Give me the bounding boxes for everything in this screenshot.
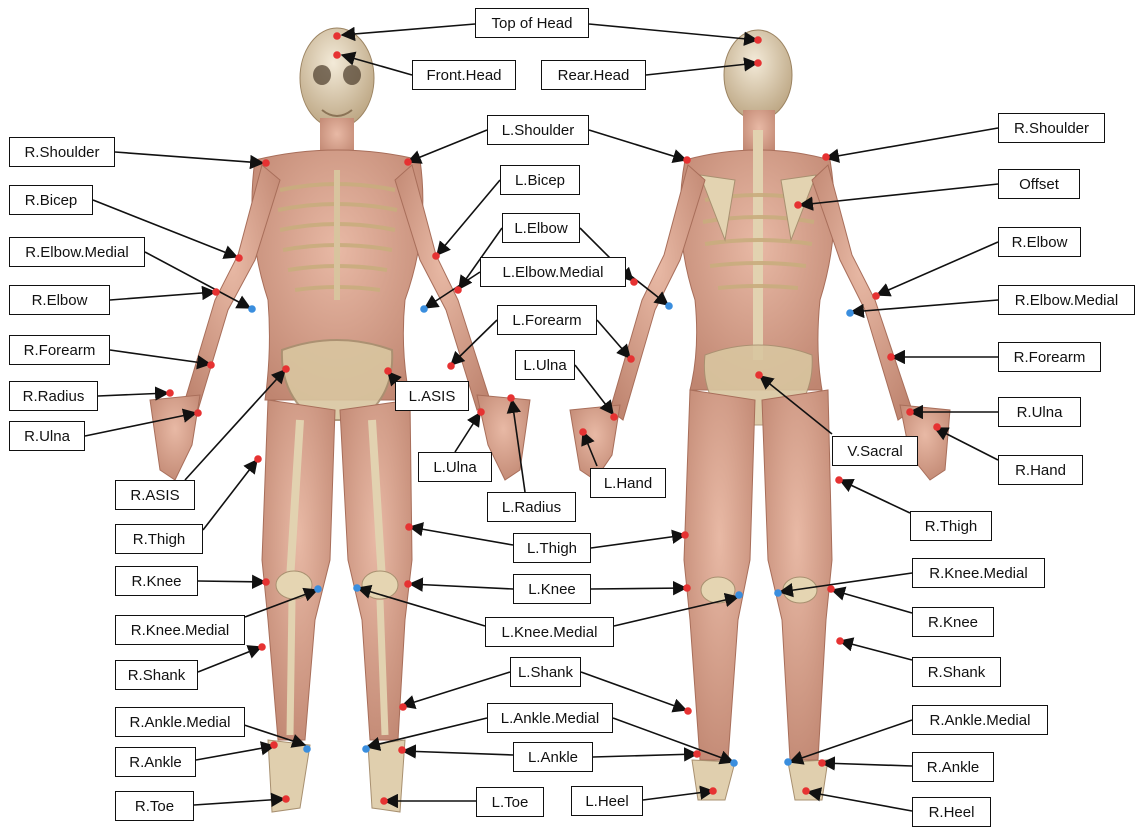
label-r-radius: R.Radius [9, 381, 98, 411]
label-l-ankle: L.Ankle [513, 742, 593, 772]
label-l-knee-medial: L.Knee.Medial [485, 617, 614, 647]
label-l-shoulder: L.Shoulder [487, 115, 589, 145]
label-l-knee: L.Knee [513, 574, 591, 604]
label-r-ulna-back: R.Ulna [998, 397, 1081, 427]
label-r-hand: R.Hand [998, 455, 1083, 485]
label-l-hand: L.Hand [590, 468, 666, 498]
label-r-elbow-medial-back: R.Elbow.Medial [998, 285, 1135, 315]
label-l-bicep: L.Bicep [500, 165, 580, 195]
label-l-heel: L.Heel [571, 786, 643, 816]
label-r-ankle-front: R.Ankle [115, 747, 196, 777]
label-r-knee-medial-front: R.Knee.Medial [115, 615, 245, 645]
label-r-elbow-back: R.Elbow [998, 227, 1081, 257]
label-l-forearm: L.Forearm [497, 305, 597, 335]
label-offset: Offset [998, 169, 1080, 199]
label-r-ankle-medial-front: R.Ankle.Medial [115, 707, 245, 737]
label-l-elbow: L.Elbow [502, 213, 580, 243]
label-l-asis: L.ASIS [395, 381, 469, 411]
label-r-elbow-medial-front: R.Elbow.Medial [9, 237, 145, 267]
label-l-elbow-medial: L.Elbow.Medial [480, 257, 626, 287]
label-r-heel: R.Heel [912, 797, 991, 827]
label-r-shank-front: R.Shank [115, 660, 198, 690]
label-r-knee-front: R.Knee [115, 566, 198, 596]
label-r-ankle-back: R.Ankle [912, 752, 994, 782]
label-r-shank-back: R.Shank [912, 657, 1001, 687]
label-r-shoulder-front: R.Shoulder [9, 137, 115, 167]
label-l-ulna-front: L.Ulna [418, 452, 492, 482]
label-r-shoulder-back: R.Shoulder [998, 113, 1105, 143]
label-r-thigh-front: R.Thigh [115, 524, 203, 554]
label-front-head: Front.Head [412, 60, 516, 90]
label-r-ankle-medial-back: R.Ankle.Medial [912, 705, 1048, 735]
label-r-toe: R.Toe [115, 791, 194, 821]
label-r-asis: R.ASIS [115, 480, 195, 510]
label-l-shank: L.Shank [510, 657, 581, 687]
label-l-ankle-medial: L.Ankle.Medial [487, 703, 613, 733]
label-r-ulna-front: R.Ulna [9, 421, 85, 451]
label-r-forearm-front: R.Forearm [9, 335, 110, 365]
label-l-thigh: L.Thigh [513, 533, 591, 563]
label-rear-head: Rear.Head [541, 60, 646, 90]
label-top-of-head: Top of Head [475, 8, 589, 38]
label-l-toe: L.Toe [476, 787, 544, 817]
label-r-knee-medial-back: R.Knee.Medial [912, 558, 1045, 588]
label-r-knee-back: R.Knee [912, 607, 994, 637]
label-l-radius: L.Radius [487, 492, 576, 522]
label-r-forearm-back: R.Forearm [998, 342, 1101, 372]
label-r-thigh-back: R.Thigh [910, 511, 992, 541]
label-v-sacral: V.Sacral [832, 436, 918, 466]
label-r-elbow-front: R.Elbow [9, 285, 110, 315]
label-r-bicep: R.Bicep [9, 185, 93, 215]
label-l-ulna-back: L.Ulna [515, 350, 575, 380]
